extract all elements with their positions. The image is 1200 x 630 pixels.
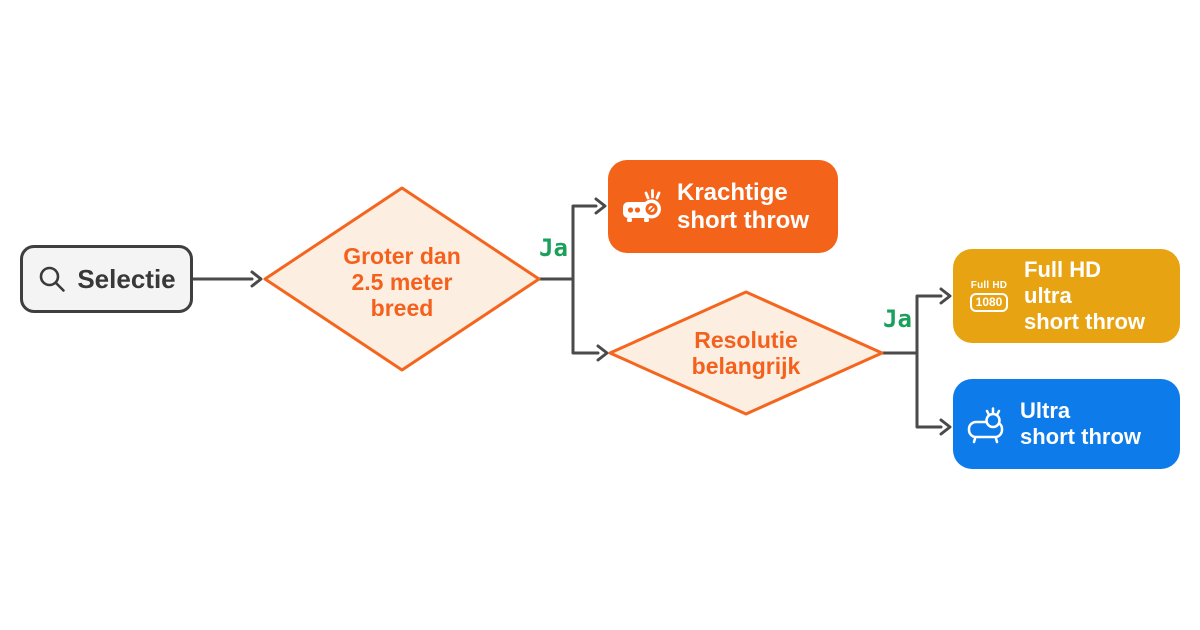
connector-resolution-split [881, 294, 943, 429]
arrowhead-into-ultra-card [939, 418, 952, 436]
outcome-ultra-line1: Ultra [1020, 398, 1071, 423]
outcome-fullhd-label: Full HD ultra short throw [1024, 257, 1145, 335]
edge-label-ja-width: Ja [539, 234, 568, 262]
start-node-selectie: Selectie [20, 245, 193, 313]
outcome-ultra-short-throw-card: Ultra short throw [953, 379, 1180, 469]
decision-width-line2: 2.5 meter [351, 269, 453, 295]
outcome-fullhd-line2: ultra [1024, 283, 1072, 308]
outcome-powerful-short-throw-card: Krachtige short throw [608, 160, 838, 253]
start-node-label: Selectie [77, 263, 176, 294]
decision-resolution-diamond [608, 290, 884, 416]
outcome-ultra-line2: short throw [1020, 424, 1141, 449]
full-hd-icon-1080: 1080 [969, 293, 1009, 312]
arrowhead-into-powerful-card [594, 197, 607, 215]
arrowhead-into-fullhd-card [939, 287, 952, 305]
outcome-ultra-label: Ultra short throw [1020, 398, 1141, 450]
decision-width-line1: Groter dan [343, 243, 461, 269]
decision-width-line3: breed [370, 295, 434, 321]
outcome-fullhd-line3: short throw [1024, 309, 1145, 334]
decision-resolution-label: Resolutie belangrijk [636, 327, 856, 379]
outcome-powerful-line2: short throw [677, 206, 809, 234]
decision-resolution-line2: belangrijk [691, 353, 801, 379]
arrowhead-into-resolution-diamond [596, 344, 609, 362]
decision-width-label: Groter dan 2.5 meter breed [292, 243, 512, 321]
outcome-powerful-label: Krachtige short throw [677, 179, 809, 235]
magnifier-icon [40, 266, 66, 292]
decision-resolution-line1: Resolutie [694, 327, 798, 353]
connector-width-split [537, 204, 600, 355]
outcome-fullhd-ultra-short-throw-card: Full HD 1080 Full HD ultra short throw [953, 249, 1180, 343]
arrowhead-into-width-diamond [250, 270, 263, 288]
projector-burst-icon [623, 188, 661, 222]
decision-width-diamond [263, 186, 541, 372]
full-hd-1080-icon: Full HD 1080 [966, 280, 1012, 312]
projector-outline-icon [967, 407, 1004, 444]
outcome-fullhd-line1: Full HD [1024, 257, 1101, 282]
full-hd-icon-label: Full HD [970, 280, 1008, 291]
edge-label-ja-resolution: Ja [883, 305, 912, 333]
outcome-powerful-line1: Krachtige [677, 178, 788, 206]
